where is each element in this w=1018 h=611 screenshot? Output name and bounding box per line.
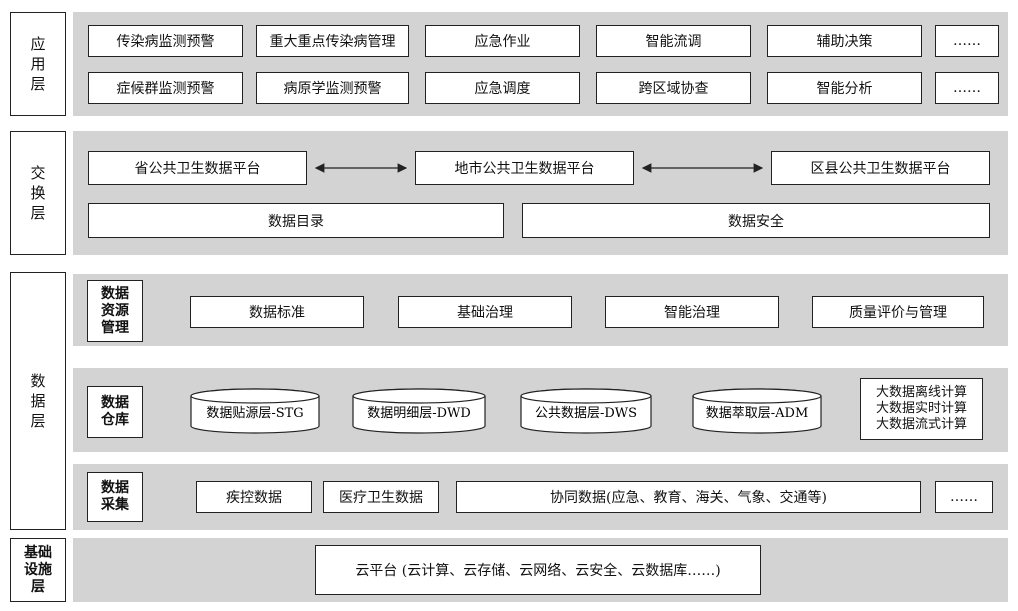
app-emergency-dispatch: 应急调度 [425,72,580,104]
app-intelligent-tracing: 智能流调 [596,25,751,57]
data-security: 数据安全 [522,203,990,238]
intelligent-governance: 智能治理 [605,296,779,328]
layer-label-application: 应用层 [10,12,66,116]
collection-more: …… [935,481,993,513]
basic-governance: 基础治理 [398,296,572,328]
stage-adm-label: 数据萃取层-ADM [706,406,809,421]
compute-realtime: 大数据实时计算 [875,401,967,416]
layer-label-data: 数据层 [10,272,66,530]
city-platform: 地市公共卫生数据平台 [415,151,634,185]
app-cross-region: 跨区域协查 [596,72,751,104]
layer-label-infrastructure: 基础设施层 [10,538,66,602]
stage-dws-label: 公共数据层-DWS [535,406,637,421]
cylinder-stg: 数据贴源层-STG [190,388,320,434]
cylinder-adm: 数据萃取层-ADM [692,388,822,434]
app-pathogen-monitoring: 病原学监测预警 [256,72,409,104]
layer-label-exchange: 交换层 [10,131,66,255]
resource-mgmt-label: 数据资源管理 [87,280,143,342]
stage-dwd-label: 数据明细层-DWD [367,406,471,421]
data-standard: 数据标准 [190,296,364,328]
app-intelligent-analysis: 智能分析 [767,72,922,104]
province-platform: 省公共卫生数据平台 [88,151,307,185]
app-emergency-operation: 应急作业 [425,25,580,57]
app-more-2: …… [935,72,999,104]
app-syndrome-monitoring: 症候群监测预警 [88,72,243,104]
compute-offline: 大数据离线计算 [875,385,967,400]
app-infectious-monitoring: 传染病监测预警 [88,25,243,57]
collection-label: 数据采集 [87,472,143,522]
cloud-platform: 云平台 (云计算、云存储、云网络、云安全、云数据库……) [315,545,761,595]
stage-stg-label: 数据贴源层-STG [206,406,303,421]
compute-streaming: 大数据流式计算 [875,417,967,432]
cylinder-dws: 公共数据层-DWS [520,388,652,434]
data-catalog: 数据目录 [88,203,504,238]
compute-box: 大数据离线计算 大数据实时计算 大数据流式计算 [860,378,983,440]
cylinder-dwd: 数据明细层-DWD [352,388,486,434]
cdc-data: 疾控数据 [196,481,312,513]
app-decision-support: 辅助决策 [767,25,922,57]
warehouse-label: 数据仓库 [87,386,143,438]
app-major-disease-management: 重大重点传染病管理 [256,25,409,57]
app-more-1: …… [935,25,999,57]
collaborative-data: 协同数据(应急、教育、海关、气象、交通等) [456,481,921,513]
medical-health-data: 医疗卫生数据 [323,481,439,513]
county-platform: 区县公共卫生数据平台 [771,151,990,185]
quality-evaluation: 质量评价与管理 [812,296,984,328]
